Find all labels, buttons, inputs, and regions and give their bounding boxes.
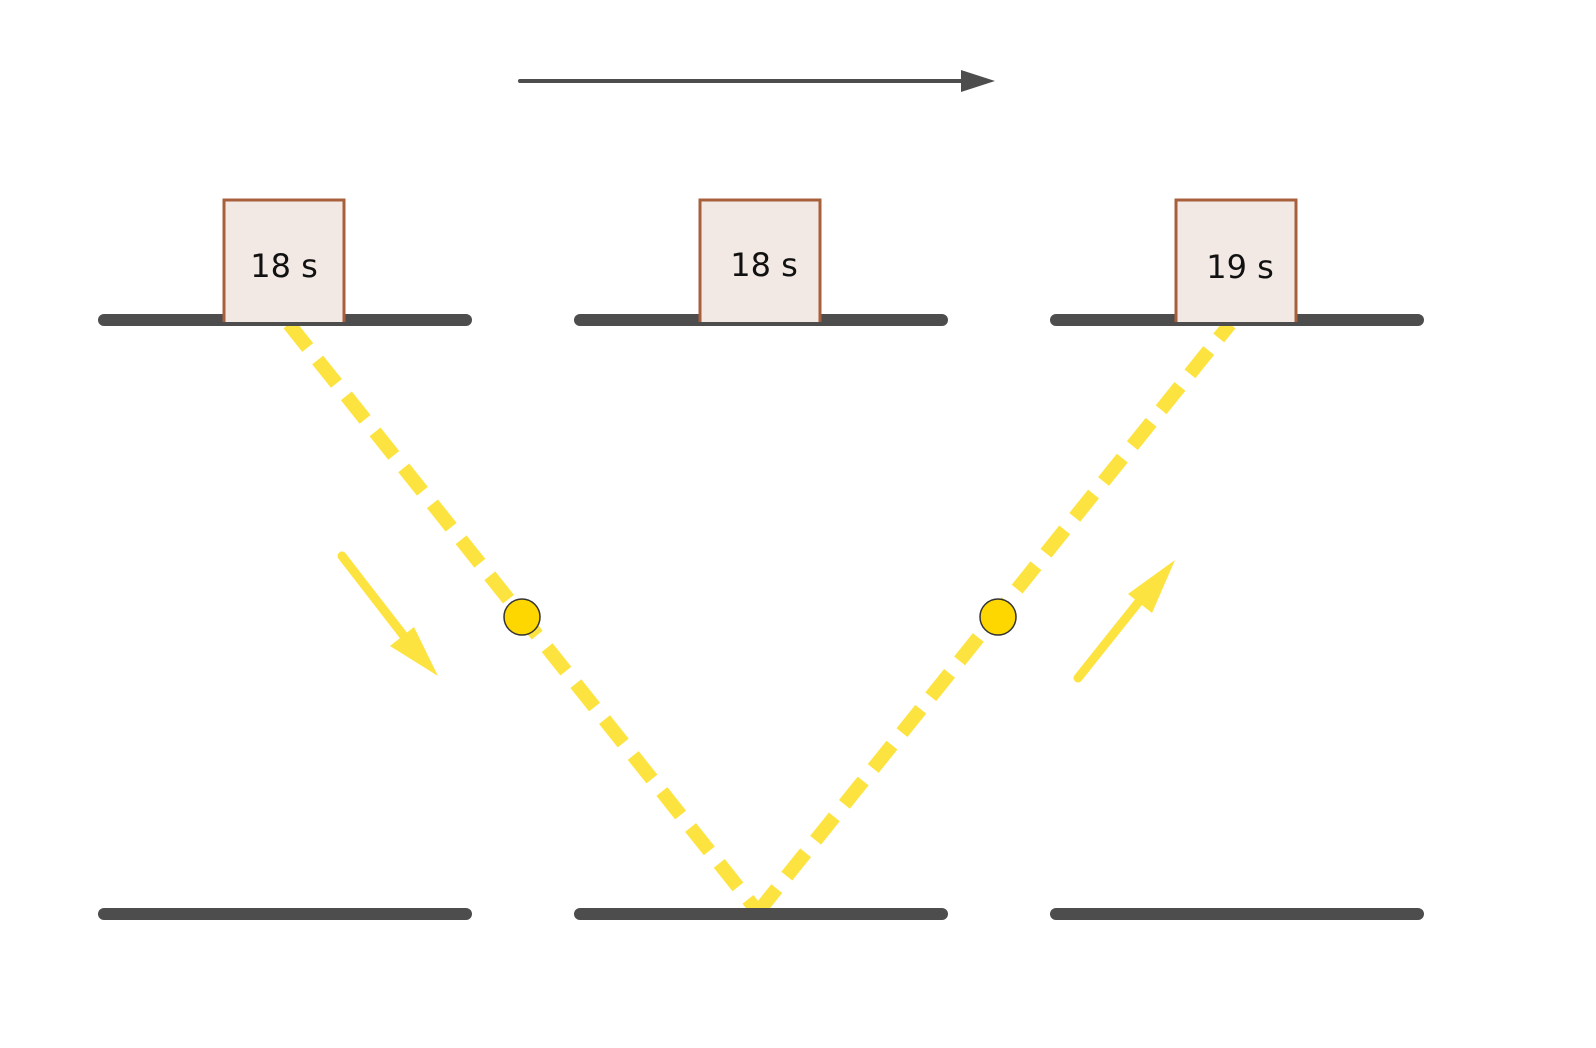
light-path [283,319,1236,917]
clock-right-label: 19 s [1206,248,1274,286]
clock-left: 18 s [222,198,346,322]
direction-up-arrow-icon [1073,560,1175,683]
clock-right: 19 s [1174,198,1298,322]
photon-left-icon [503,598,541,636]
photon-right-icon [979,598,1017,636]
clock-left-label: 18 s [250,247,318,285]
motion-arrow-icon [518,70,995,92]
clock-center: 18 s [698,198,822,322]
direction-down-arrow-icon [337,551,438,676]
clock-center-label: 18 s [730,246,798,284]
